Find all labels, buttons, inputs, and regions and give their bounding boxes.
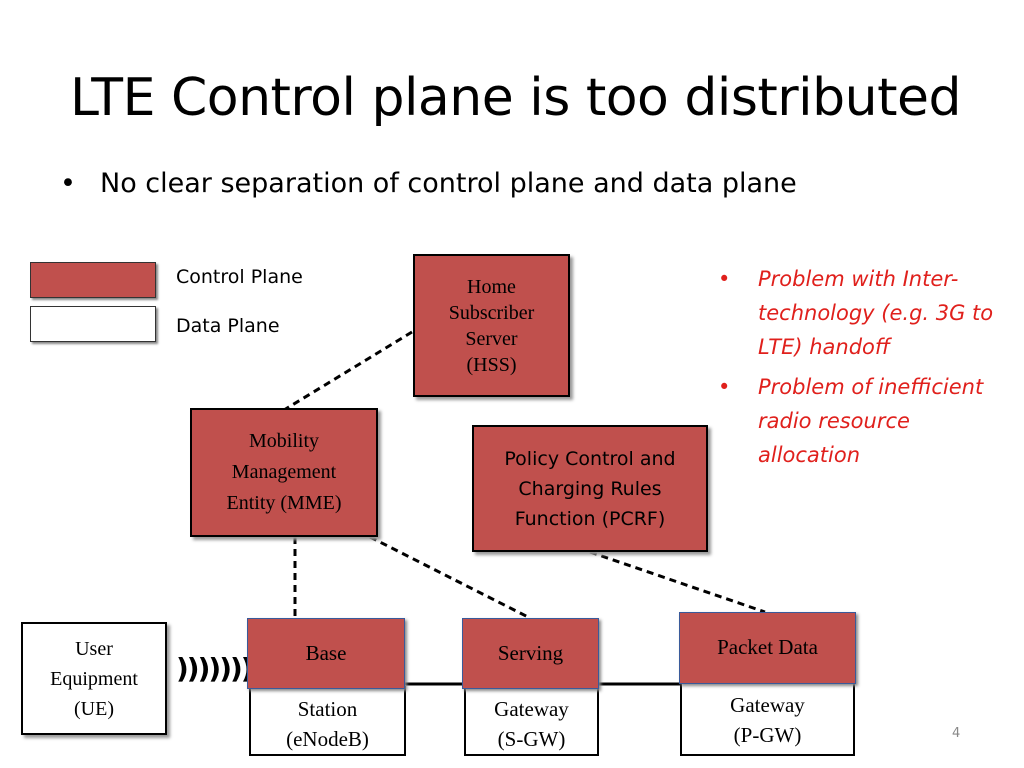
problems-list: • Problem with Inter-technology (e.g. 3G…	[718, 262, 1018, 478]
legend-data-label: Data Plane	[176, 315, 280, 337]
enodeb-lower-box: Station (eNodeB)	[249, 686, 406, 756]
enodeb-control-cap: Base	[247, 618, 405, 689]
problem-item: • Problem with Inter-technology (e.g. 3G…	[718, 262, 1018, 364]
mme-line-3: Entity (MME)	[226, 492, 342, 514]
link-mme-sgw	[369, 535, 531, 620]
pcrf-line-3: Function (PCRF)	[514, 507, 666, 530]
ue-line-3: (UE)	[74, 697, 114, 720]
main-bullet: • No clear separation of control plane an…	[60, 168, 797, 199]
hss-line-2: Subscriber	[448, 301, 535, 324]
pcrf-node: Policy Control and Charging Rules Functi…	[472, 425, 708, 552]
ue-line-2: Equipment	[50, 667, 138, 690]
hss-line-3: Server	[465, 327, 518, 350]
legend-control-label: Control Plane	[176, 266, 303, 288]
pgw-control-cap: Packet Data	[679, 612, 856, 684]
main-bullet-text: No clear separation of control plane and…	[100, 168, 797, 199]
sgw-top-label: Serving	[497, 641, 564, 665]
problem-text-2: Problem of inefficient radio resource al…	[758, 375, 984, 467]
bullet-marker: •	[60, 168, 76, 199]
mme-line-1: Mobility	[248, 430, 319, 452]
hss-line-4: (HSS)	[466, 353, 517, 376]
legend-data-swatch	[30, 306, 156, 342]
problem-bullet: •	[718, 375, 731, 399]
problem-bullet: •	[718, 267, 731, 291]
hss-line-1: Home	[467, 275, 516, 298]
pgw-top-label: Packet Data	[717, 635, 818, 659]
sgw-lower-box: Gateway (S-GW)	[464, 686, 599, 756]
ue-line-1: User	[75, 637, 113, 660]
legend-control-swatch	[30, 262, 156, 298]
pgw-lower-box: Gateway (P-GW)	[680, 680, 855, 756]
pgw-line-2: (P-GW)	[733, 723, 802, 747]
hss-node: Home Subscriber Server (HSS)	[413, 254, 570, 397]
pgw-line-1: Gateway	[730, 693, 805, 717]
enodeb-top-label: Base	[305, 641, 347, 665]
page-number: 4	[952, 726, 961, 741]
mme-line-2: Management	[231, 461, 337, 483]
enodeb-line-1: Station	[297, 697, 358, 721]
slide-title: LTE Control plane is too distributed	[70, 68, 961, 128]
ue-node: User Equipment (UE)	[21, 622, 167, 735]
radio-wave-icon: )))))))	[176, 652, 254, 685]
pcrf-line-1: Policy Control and	[504, 447, 676, 470]
sgw-control-cap: Serving	[462, 618, 599, 689]
link-hss-mme	[283, 330, 413, 412]
problem-item: • Problem of inefficient radio resource …	[718, 370, 1018, 472]
sgw-line-2: (S-GW)	[497, 727, 566, 751]
mme-node: Mobility Management Entity (MME)	[190, 408, 378, 537]
problem-text-1: Problem with Inter-technology (e.g. 3G t…	[758, 267, 994, 359]
link-pcrf-pgw	[589, 550, 766, 614]
enodeb-line-2: (eNodeB)	[286, 727, 369, 751]
pcrf-line-2: Charging Rules	[518, 477, 662, 500]
sgw-line-1: Gateway	[494, 697, 569, 721]
